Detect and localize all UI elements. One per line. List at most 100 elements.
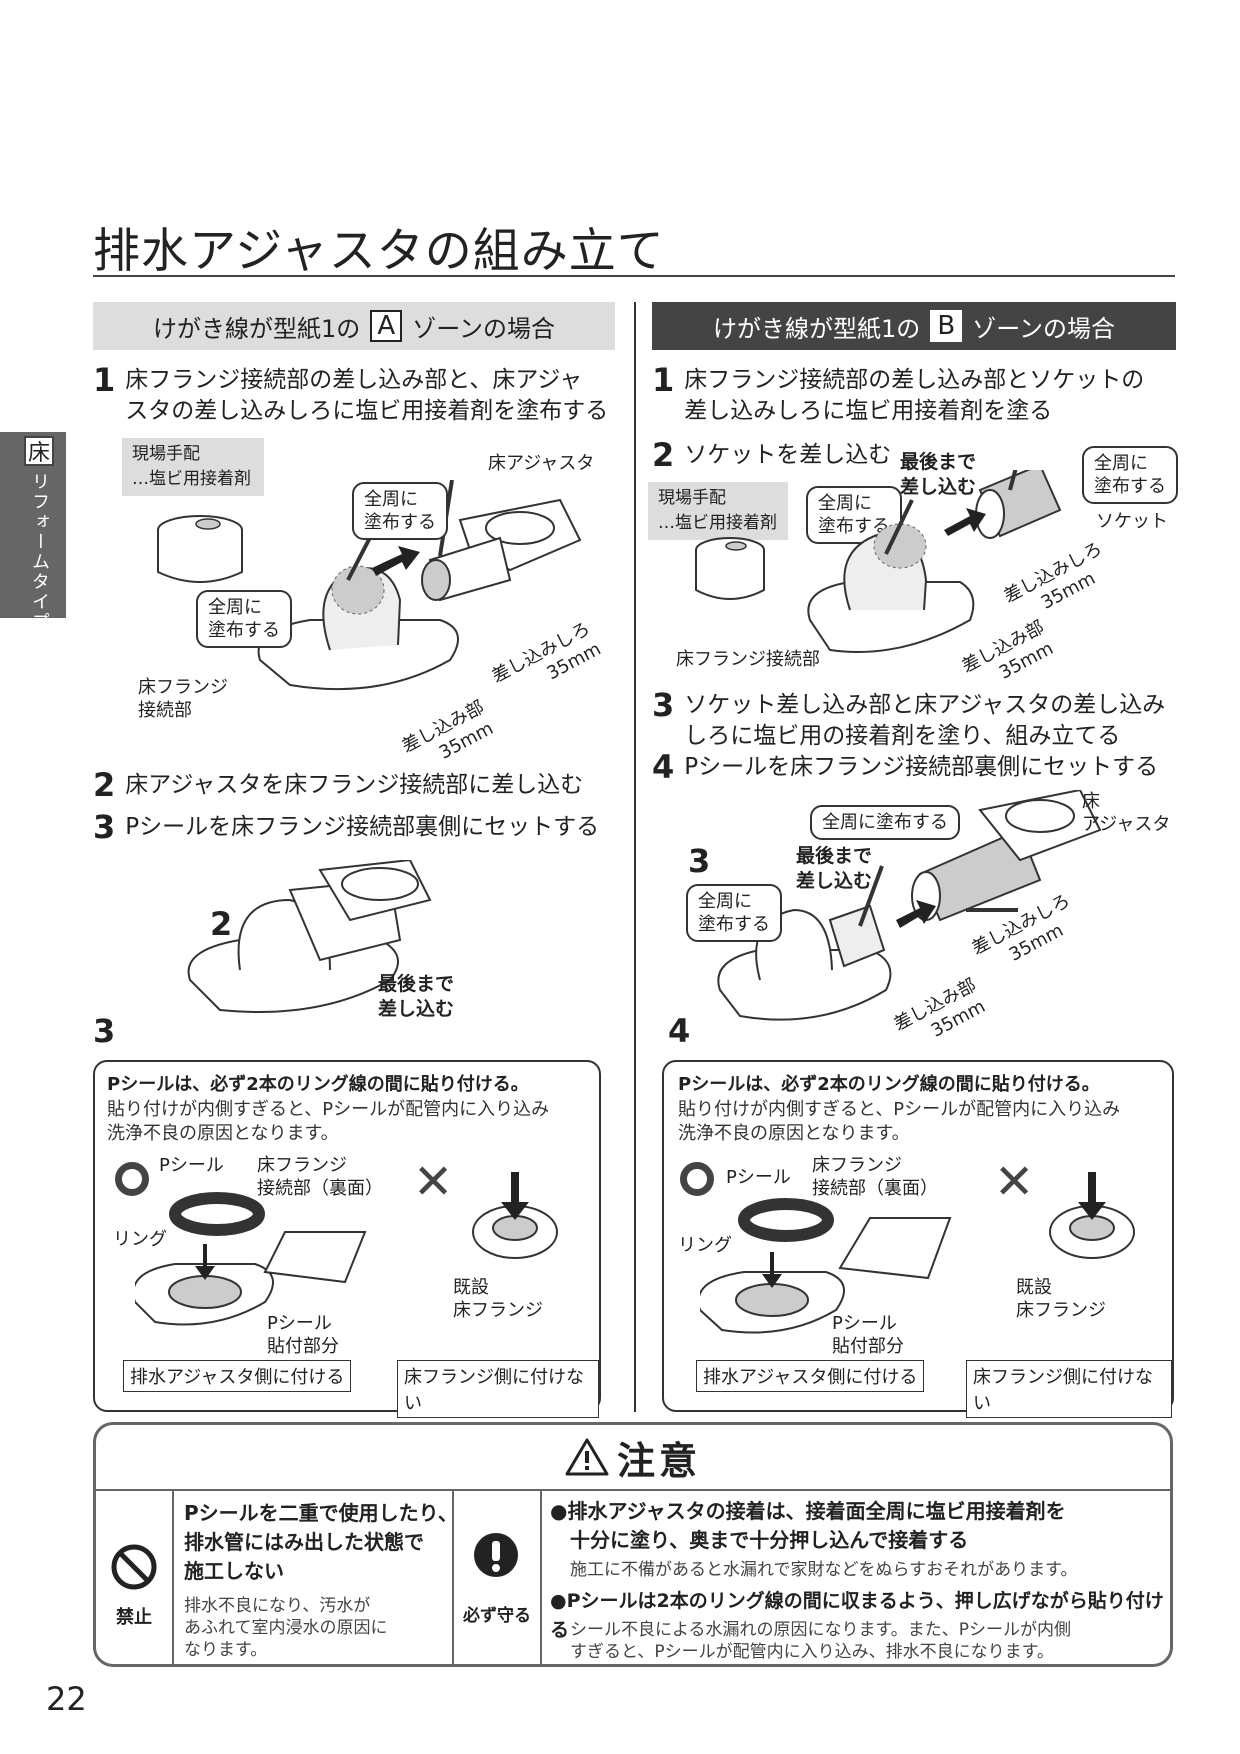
- step-text-line1: 床フランジ接続部の差し込み部とソケットの: [684, 367, 1145, 393]
- note-line1: 現場手配: [658, 488, 726, 508]
- label-line2: 差し込む: [378, 998, 455, 1020]
- sub-line1: 排水不良になり、汚水が: [184, 1596, 371, 1616]
- a-step-3: 3 Pシールを床フランジ接続部裏側にセットする: [93, 808, 600, 846]
- sub-line2: すぎると、Pシールが配管内に入り込み、排水不良になります。: [570, 1642, 1054, 1662]
- pseal-bold: Pシールは、必ず2本のリング線の間に貼り付ける。: [107, 1074, 529, 1095]
- b-step-2: 2 ソケットを差し込む: [652, 436, 892, 474]
- label-ring: リング: [113, 1229, 167, 1250]
- text-line2: 洗浄不良の原因となります。: [107, 1123, 339, 1144]
- label-line1: 既設: [1016, 1277, 1052, 1298]
- step-number: 1: [652, 361, 675, 399]
- title-rule: [93, 275, 1175, 277]
- label-line1: 床フランジ: [257, 1155, 347, 1176]
- step-text-line2: しろに塩ビ用の接着剤を塗り、組み立てる: [684, 723, 1121, 749]
- side-tab-text: リフォームタイプ: [29, 472, 50, 632]
- label-pseal: Pシール: [159, 1155, 224, 1176]
- step-text-line2: 差し込みしろに塩ビ用接着剤を塗る: [684, 398, 1053, 424]
- b-insert-label-2: 最後まで 差し込む: [796, 844, 872, 894]
- b-step3-illustration: [717, 790, 1102, 1021]
- b-callout-3: 全周に塗布する: [810, 805, 960, 840]
- header-pre: けがき線が型紙1の: [712, 314, 921, 343]
- bold-line2: 十分に塗り、奥まで十分押し込んで接着する: [570, 1528, 969, 1552]
- caution-header: 注意: [96, 1425, 1170, 1491]
- step-number: 3: [652, 686, 675, 724]
- step-number: 1: [93, 361, 116, 399]
- callout-line1: 全周に: [364, 489, 418, 510]
- column-divider: [634, 302, 636, 1412]
- callout-line2: 塗布する: [698, 914, 770, 935]
- step-text: 床アジャスタを床フランジ接続部に差し込む: [125, 772, 584, 798]
- label-existing: 既設 床フランジ: [1016, 1276, 1106, 1322]
- label-line1: 床フランジ: [812, 1155, 902, 1176]
- must2-sub: シール不良による水漏れの原因になります。また、Pシールが内側 すぎると、Pシール…: [570, 1619, 1071, 1663]
- caution-box: 注意 禁止 Pシールを二重で使用したり、 排水管にはみ出した状態で 施工しない …: [93, 1422, 1173, 1667]
- label-line1: 最後まで: [900, 451, 977, 473]
- prohibit-label: 禁止: [116, 1607, 152, 1628]
- sub-line2: あふれて室内浸水の原因に: [184, 1618, 388, 1638]
- b-fig-number-3: 3: [688, 842, 711, 880]
- prohibit-icon: [111, 1544, 157, 1590]
- pseal-ok-illustration: [700, 1198, 952, 1334]
- b-callout-1: 全周に 塗布する: [1082, 446, 1178, 504]
- label-line1: Pシール: [832, 1313, 897, 1334]
- callout-line2: 塗布する: [364, 512, 436, 533]
- callout-line1: 全周に: [1094, 453, 1148, 474]
- a-callout-1: 全周に 塗布する: [352, 482, 448, 540]
- prohibit-bold: Pシールを二重で使用したり、 排水管にはみ出した状態で 施工しない: [184, 1499, 458, 1586]
- label-line2: 貼付部分: [267, 1336, 339, 1357]
- step-text: ソケットを差し込む: [684, 442, 892, 468]
- note-line1: 現場手配: [132, 444, 200, 464]
- step-number: 2: [652, 436, 675, 474]
- b-callout-4: 全周に 塗布する: [686, 884, 782, 942]
- b-label-adjuster: 床 アジャスタ: [1082, 790, 1170, 836]
- side-tab-box: 床: [24, 436, 54, 466]
- prohibit-sub: 排水不良になり、汚水が あふれて室内浸水の原因に なります。: [184, 1595, 388, 1661]
- a-fig-number-2: 2: [210, 905, 233, 943]
- step-text: Pシールを床フランジ接続部裏側にセットする: [684, 754, 1159, 780]
- pseal-text: 貼り付けが内側すぎると、Pシールが配管内に入り込み 洗浄不良の原因となります。: [107, 1098, 549, 1146]
- sub-line3: なります。: [184, 1640, 268, 1660]
- label-line2: 差し込む: [900, 476, 977, 498]
- flange-connector-icon: [807, 499, 975, 653]
- callout-line2: 塗布する: [208, 620, 280, 641]
- warning-icon: [565, 1438, 609, 1476]
- adhesive-can-icon: [695, 537, 765, 600]
- ng-mark-icon: ✕: [994, 1154, 1035, 1210]
- bold-line1: Pシールを二重で使用したり、: [184, 1501, 458, 1525]
- b-step-3: 3 ソケット差し込み部と床アジャスタの差し込み しろに塩ビ用の接着剤を塗り、組み…: [652, 686, 1166, 752]
- step-text: Pシールを床フランジ接続部裏側にセットする: [125, 814, 600, 840]
- a-callout-2: 全周に 塗布する: [196, 590, 292, 648]
- callout-line1: 全周に: [208, 597, 262, 618]
- label-line2: 床フランジ: [1016, 1300, 1106, 1321]
- label-pseal: Pシール: [726, 1167, 791, 1188]
- label-line1: 最後まで: [796, 845, 873, 867]
- zone-b-box: B: [930, 310, 963, 342]
- label-line1: 既設: [453, 1277, 489, 1298]
- step-number: 4: [652, 748, 675, 786]
- tag-ok: 排水アジャスタ側に付ける: [696, 1360, 925, 1392]
- step-number: 3: [93, 808, 116, 846]
- zone-a-box: A: [370, 310, 403, 342]
- a-label-flange: 床フランジ 接続部: [138, 676, 228, 722]
- label-line1: Pシール: [267, 1313, 332, 1334]
- arrow-icon: [896, 900, 936, 928]
- a-insert-label: 最後まで 差し込む: [378, 972, 454, 1022]
- label-ring: リング: [678, 1235, 732, 1256]
- pseal-bold: Pシールは、必ず2本のリング線の間に貼り付ける。: [678, 1074, 1100, 1095]
- a-step-2: 2 床アジャスタを床フランジ接続部に差し込む: [93, 769, 584, 801]
- column-a-header: けがき線が型紙1の A ゾーンの場合: [93, 302, 615, 350]
- tag-ok: 排水アジャスタ側に付ける: [123, 1360, 352, 1392]
- label-line2: 接続部: [138, 700, 192, 721]
- arrow-icon: [944, 508, 986, 536]
- label-attach: Pシール 貼付部分: [267, 1312, 339, 1358]
- note-line2: …塩ビ用接着剤: [132, 469, 251, 489]
- b-label-flange: 床フランジ接続部: [676, 649, 820, 670]
- label-existing: 既設 床フランジ: [453, 1276, 543, 1322]
- must1-sub: 施工に不備があると水漏れで家財などをぬらすおそれがあります。: [570, 1560, 1078, 1580]
- b-step1-illustration: [695, 470, 1062, 653]
- bold-line3: 施工しない: [184, 1559, 284, 1583]
- ok-mark-icon: [115, 1162, 149, 1196]
- step-text-line1: ソケット差し込み部と床アジャスタの差し込み: [684, 692, 1166, 718]
- page-number: 22: [46, 1680, 87, 1718]
- bold-line2: 排水管にはみ出した状態で: [184, 1530, 424, 1554]
